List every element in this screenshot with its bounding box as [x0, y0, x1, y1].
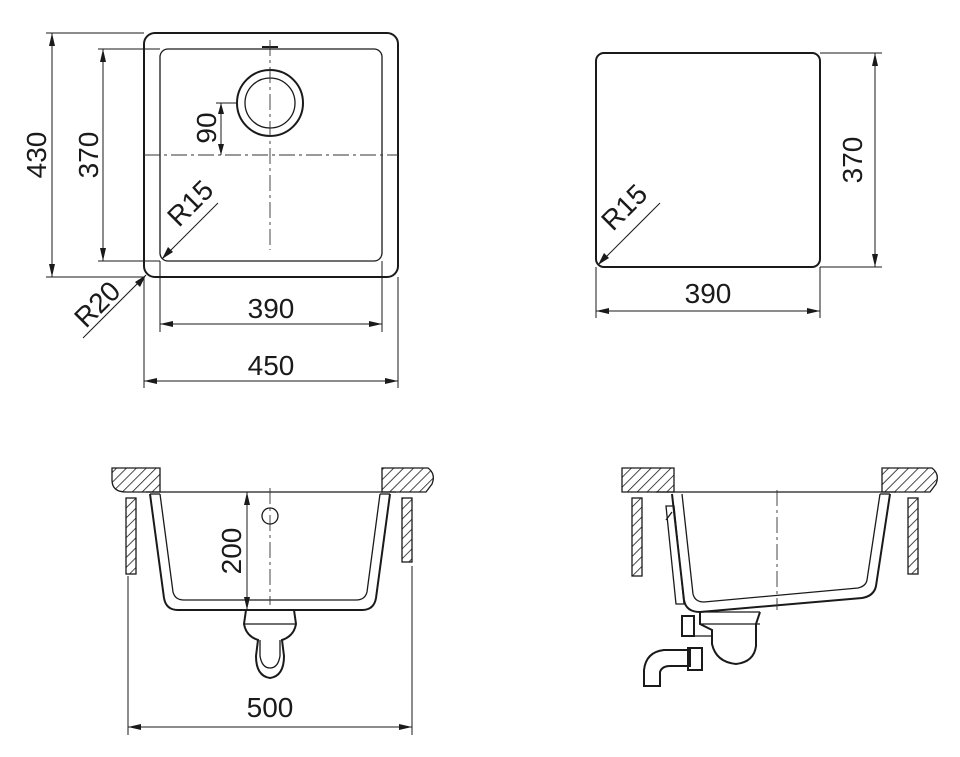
dim-top-drain-offset: 90 — [191, 112, 222, 143]
front-drain — [242, 609, 298, 680]
side-countertop-right — [881, 467, 938, 493]
dim-cutout-radius: R15 — [595, 178, 653, 236]
top-view: 430 370 90 R15 R20 390 450 — [21, 32, 399, 388]
dim-cutout-height: 370 — [837, 137, 868, 184]
cabinet-wall-right — [401, 497, 413, 563]
side-cabinet-wall-left — [631, 497, 643, 577]
dim-front-depth: 200 — [216, 528, 247, 575]
side-section-view — [621, 467, 938, 687]
side-drain — [699, 611, 761, 666]
side-drain-outlet — [643, 649, 691, 687]
dim-top-outer-radius: R20 — [68, 275, 126, 333]
side-bowl — [671, 493, 891, 614]
countertop-left — [111, 467, 161, 493]
dim-top-outer-width: 450 — [248, 350, 295, 381]
dim-top-inner-radius: R15 — [161, 174, 219, 232]
side-cabinet-wall-right — [907, 497, 919, 575]
front-section-view: 200 500 — [111, 467, 434, 735]
dim-top-outer-height: 430 — [21, 132, 52, 179]
side-countertop-left — [621, 467, 675, 493]
countertop-right — [381, 467, 434, 493]
dim-top-inner-height: 370 — [73, 132, 104, 179]
dim-cutout-width: 390 — [685, 278, 732, 309]
cutout-outline — [595, 52, 821, 268]
overflow-pipe — [665, 505, 685, 605]
cutout-view: 370 R15 390 — [595, 52, 882, 318]
cabinet-wall-left — [125, 497, 137, 575]
dim-front-overall-width: 500 — [247, 692, 294, 723]
dim-top-inner-width: 390 — [248, 293, 295, 324]
